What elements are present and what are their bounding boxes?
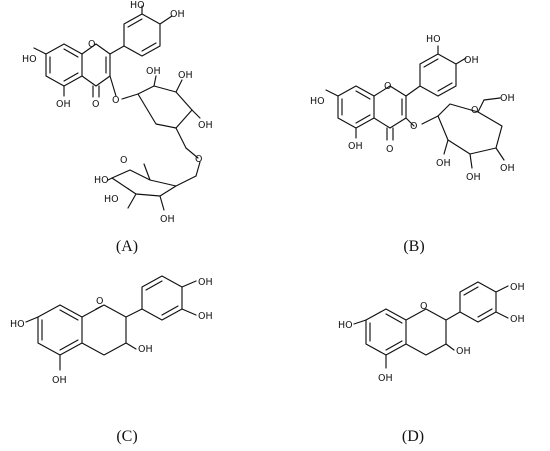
atom-oh: OH <box>170 9 185 20</box>
atom-ho: HO <box>22 54 37 65</box>
atom-ho: HO <box>130 0 145 11</box>
atom-oh: OH <box>138 344 153 355</box>
atom-o: O <box>386 144 393 155</box>
atom-o: O <box>384 81 391 92</box>
atom-o: O <box>410 121 417 132</box>
atom-oh: OH <box>198 120 213 131</box>
atom-o: O <box>112 95 119 106</box>
atom-o: O <box>120 155 127 166</box>
atom-o: O <box>88 39 95 50</box>
atom-ho: HO <box>104 194 119 205</box>
panel-label-a: (A) <box>116 238 138 255</box>
atom-o: O <box>420 301 427 312</box>
atom-o: O <box>195 154 202 165</box>
atom-o: O <box>92 99 99 110</box>
atom-ho: HO <box>94 175 109 186</box>
atom-oh: OH <box>456 346 471 357</box>
panel-label-c: (C) <box>116 428 137 445</box>
atom-oh: OH <box>466 172 481 183</box>
structure-b: HO O OH O HO OH O O OH OH OH OH <box>310 34 515 183</box>
atom-oh: OH <box>56 99 71 110</box>
atom-oh: OH <box>178 70 193 81</box>
panel-label-d: (D) <box>402 428 424 445</box>
atom-oh: OH <box>436 158 451 169</box>
panel-label-b: (B) <box>403 238 424 255</box>
atom-oh: OH <box>500 93 515 104</box>
atom-ho: HO <box>10 319 25 330</box>
atom-oh: OH <box>198 277 213 288</box>
structure-a: HO O OH O HO OH O OH OH OH O O HO HO OH <box>22 0 213 225</box>
atom-ho: HO <box>310 96 325 107</box>
atom-oh: OH <box>348 141 363 152</box>
atom-ho: HO <box>338 320 353 331</box>
atom-ho: HO <box>426 34 441 45</box>
structure-d: HO O OH OH OH OH <box>338 281 525 384</box>
atom-oh: OH <box>160 214 175 225</box>
atom-oh: OH <box>510 314 525 325</box>
atom-oh: OH <box>500 163 515 174</box>
atom-oh: OH <box>510 282 525 293</box>
structure-c: HO O OH OH OH OH <box>10 275 213 386</box>
atom-oh: OH <box>198 311 213 322</box>
atom-o: O <box>96 296 103 307</box>
atom-oh: OH <box>464 55 479 66</box>
atom-oh: OH <box>146 66 161 77</box>
atom-o: O <box>471 105 478 116</box>
atom-oh: OH <box>52 375 67 386</box>
atom-oh: OH <box>378 373 393 384</box>
